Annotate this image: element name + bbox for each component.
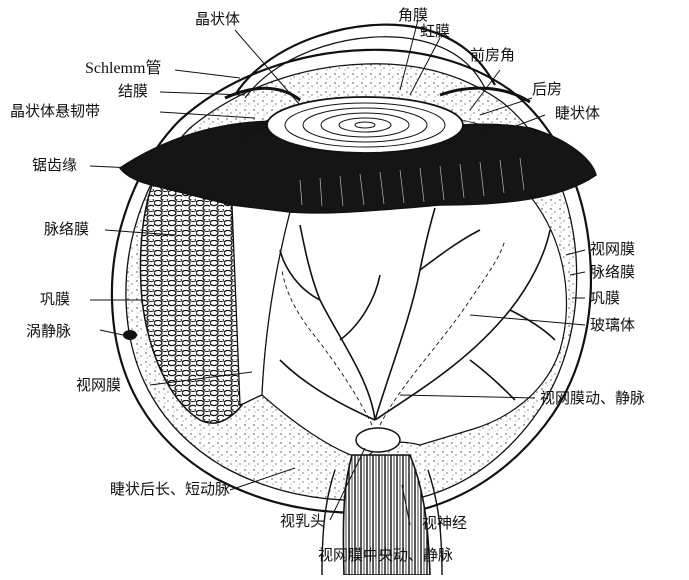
label-choroid-left: 脉络膜 bbox=[44, 220, 89, 238]
label-retinal-vessels: 视网膜动、静脉 bbox=[540, 389, 645, 407]
label-choroid-right: 脉络膜 bbox=[590, 263, 635, 281]
label-zonule: 晶状体悬韧带 bbox=[10, 102, 100, 120]
label-posterior-chamber: 后房 bbox=[532, 80, 562, 98]
lens-shape bbox=[267, 97, 463, 153]
label-schlemm-canal: Schlemm管 bbox=[85, 60, 161, 78]
label-sclera-left: 巩膜 bbox=[40, 290, 70, 308]
label-sclera-right: 巩膜 bbox=[590, 289, 620, 307]
optic-disc-shape bbox=[356, 428, 400, 452]
label-central-retinal-vessels: 视网膜中央动、静脉 bbox=[318, 546, 453, 564]
label-retina-left: 视网膜 bbox=[76, 376, 121, 394]
label-ora-serrata: 锯齿缘 bbox=[32, 156, 77, 174]
label-ciliary-body: 睫状体 bbox=[555, 104, 600, 122]
label-posterior-ciliary-arteries: 睫状后长、短动脉 bbox=[110, 480, 230, 498]
label-optic-disc: 视乳头 bbox=[280, 512, 325, 530]
label-optic-nerve: 视神经 bbox=[422, 514, 467, 532]
label-conjunctiva: 结膜 bbox=[118, 82, 148, 100]
label-vitreous: 玻璃体 bbox=[590, 316, 635, 334]
label-vortex-vein: 涡静脉 bbox=[26, 322, 71, 340]
label-iris: 虹膜 bbox=[420, 22, 450, 40]
label-lens: 晶状体 bbox=[195, 10, 240, 28]
label-retina-right: 视网膜 bbox=[590, 240, 635, 258]
label-anterior-chamber-angle: 前房角 bbox=[470, 46, 515, 64]
vortex-vein-shape bbox=[123, 330, 137, 340]
